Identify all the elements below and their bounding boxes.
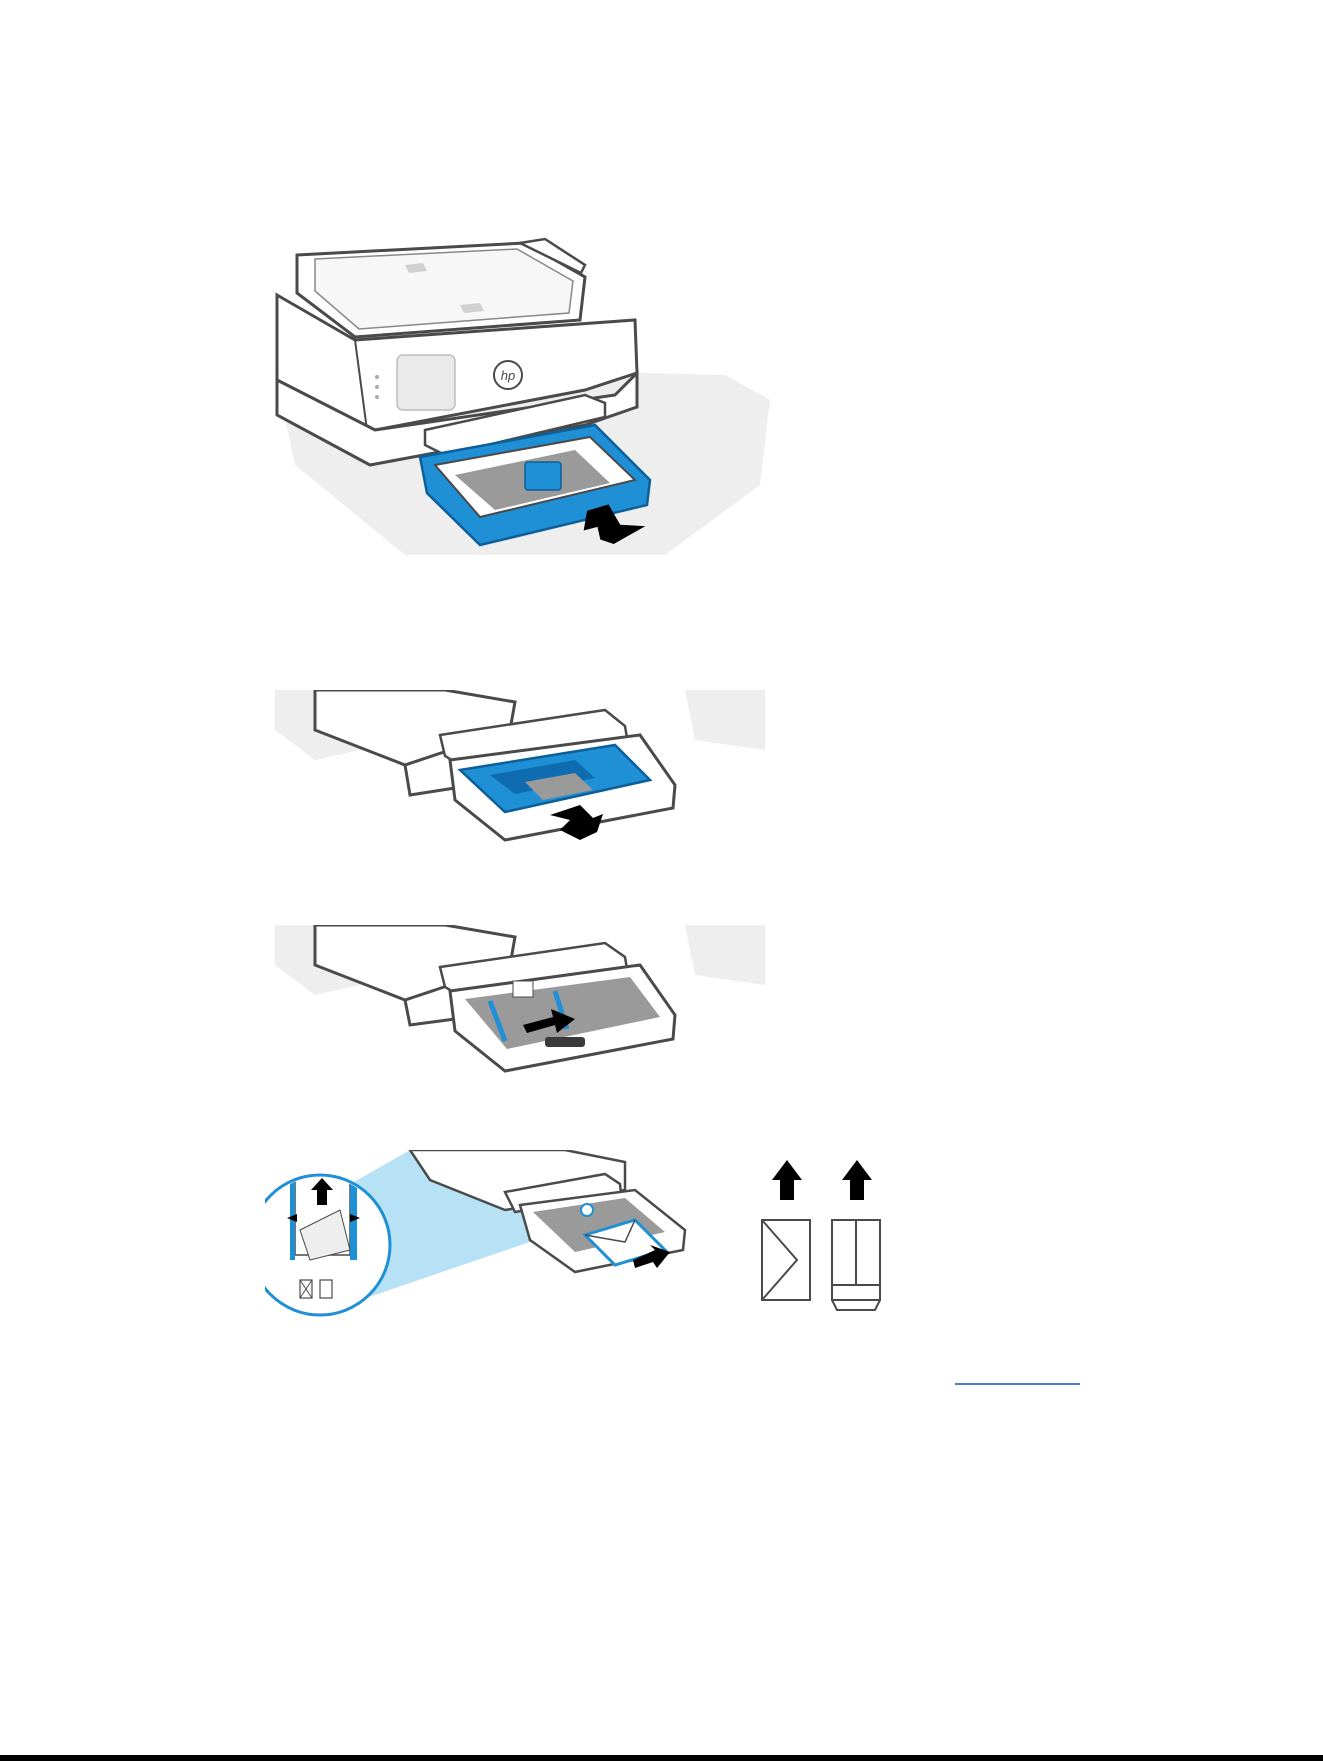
- press-photo-tray-illustration: [275, 690, 765, 910]
- slide-width-guide-illustration: [275, 925, 765, 1105]
- page-bottom-rule: [0, 1755, 1323, 1761]
- load-envelopes-illustration: [265, 1150, 945, 1340]
- envelope-orientation-icons: [762, 1160, 880, 1310]
- printer-pull-out-tray-illustration: hp: [255, 225, 775, 625]
- link-underline[interactable]: [955, 1383, 1080, 1385]
- svg-text:hp: hp: [501, 368, 515, 383]
